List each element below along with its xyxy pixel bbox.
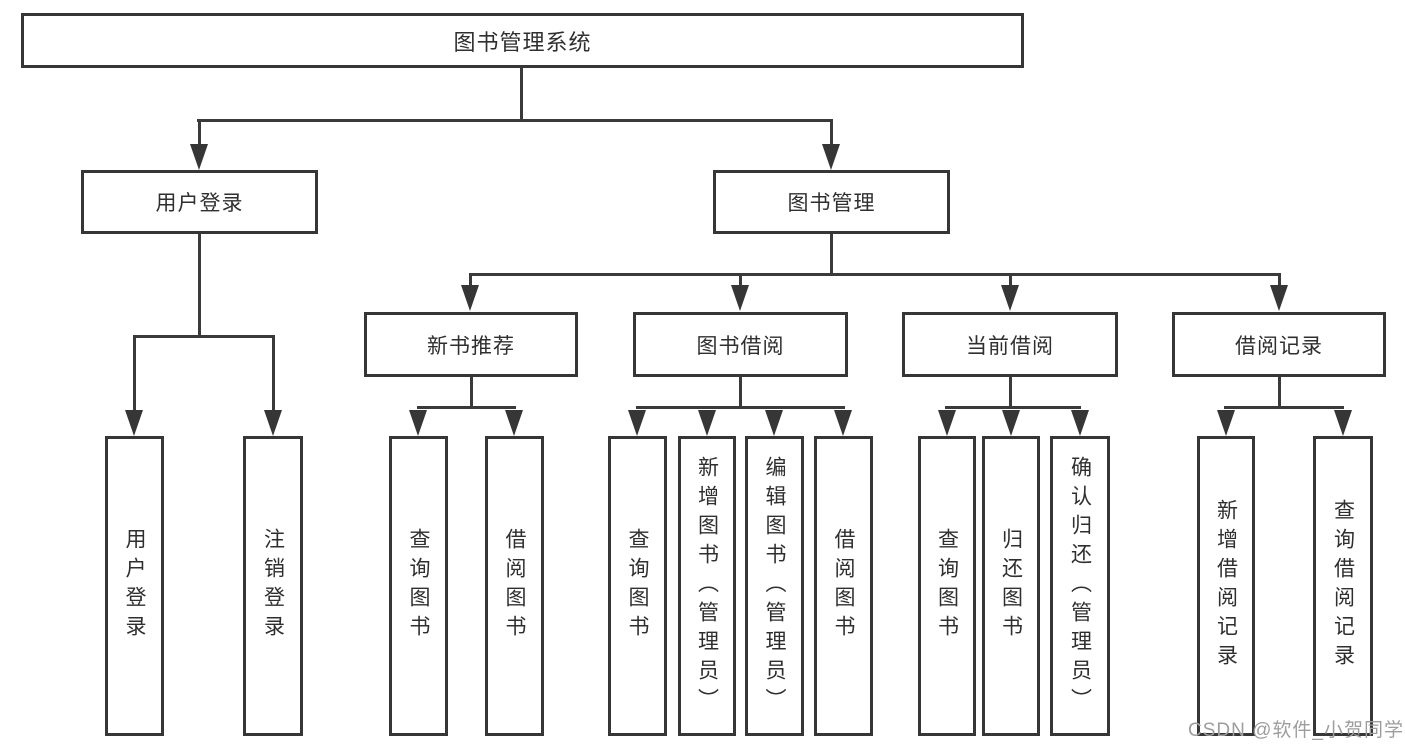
arrow-down-icon — [1270, 285, 1288, 311]
arrow-down-icon — [822, 144, 840, 170]
node-user-login: 用户登录 — [81, 170, 318, 234]
leaf-bb-add-books-admin: 新增图书（管理员） — [678, 436, 736, 736]
arrow-down-icon — [190, 144, 208, 170]
connector-bb-stem — [739, 377, 742, 408]
connector-cb-stem — [1009, 377, 1012, 408]
connector-br-stem — [1278, 377, 1281, 408]
node-book-borrow: 图书借阅 — [633, 312, 848, 377]
connector-nbr-bar — [417, 406, 516, 409]
arrow-down-icon — [1001, 285, 1019, 311]
arrow-down-icon — [505, 410, 523, 436]
node-root: 图书管理系统 — [21, 13, 1024, 68]
connector-root-stem — [520, 68, 523, 122]
arrow-down-icon — [1217, 410, 1235, 436]
connector-level3-drop — [1278, 273, 1281, 287]
connector-leaf-drop — [133, 335, 136, 412]
arrow-down-icon — [731, 285, 749, 311]
arrow-down-icon — [264, 410, 282, 436]
node-book-management: 图书管理 — [713, 170, 950, 234]
node-borrow-record: 借阅记录 — [1172, 312, 1386, 377]
arrow-down-icon — [1071, 410, 1089, 436]
leaf-user-login: 用户登录 — [105, 436, 164, 736]
node-new-book-recommend: 新书推荐 — [364, 312, 578, 377]
connector-level2-bar — [197, 119, 833, 122]
arrow-down-icon — [938, 410, 956, 436]
leaf-nbr-query-books: 查询图书 — [389, 436, 448, 736]
connector-user-login-drop — [198, 119, 201, 147]
connector-user-login-stem — [198, 234, 201, 337]
arrow-down-icon — [1334, 410, 1352, 436]
leaf-logout: 注销登录 — [243, 436, 303, 736]
leaf-bb-query-books: 查询图书 — [608, 436, 667, 736]
connector-leaf-drop — [272, 335, 275, 412]
connector-level3-drop — [739, 273, 742, 287]
watermark: CSDN @软件_小贺同学 — [1188, 720, 1404, 741]
leaf-bb-edit-books-admin: 编辑图书（管理员） — [745, 436, 804, 736]
arrow-down-icon — [765, 410, 783, 436]
arrow-down-icon — [461, 285, 479, 311]
connector-book-mgmt-stem — [830, 234, 833, 276]
connector-book-mgmt-drop — [830, 119, 833, 147]
arrow-down-icon — [698, 410, 716, 436]
connector-level3-drop — [469, 273, 472, 287]
leaf-br-add-record: 新增借阅记录 — [1197, 436, 1255, 736]
leaf-cb-query-books: 查询图书 — [918, 436, 976, 736]
connector-level3-drop — [1009, 273, 1012, 287]
leaf-cb-confirm-return-admin: 确认归还（管理员） — [1050, 436, 1110, 736]
arrow-down-icon — [409, 410, 427, 436]
connector-cb-bar — [945, 406, 1081, 409]
leaf-bb-borrow-books: 借阅图书 — [814, 436, 873, 736]
leaf-cb-return-books: 归还图书 — [982, 436, 1040, 736]
arrow-down-icon — [834, 410, 852, 436]
connector-nbr-stem — [470, 377, 473, 408]
arrow-down-icon — [628, 410, 646, 436]
connector-user-login-bar — [133, 335, 275, 338]
node-current-borrow: 当前借阅 — [902, 312, 1118, 377]
connector-bb-bar — [636, 406, 845, 409]
leaf-br-query-record: 查询借阅记录 — [1313, 436, 1373, 736]
arrow-down-icon — [1002, 410, 1020, 436]
arrow-down-icon — [125, 410, 143, 436]
connector-level3-bar — [469, 273, 1281, 276]
connector-br-bar — [1224, 406, 1344, 409]
leaf-nbr-borrow-books: 借阅图书 — [485, 436, 544, 736]
